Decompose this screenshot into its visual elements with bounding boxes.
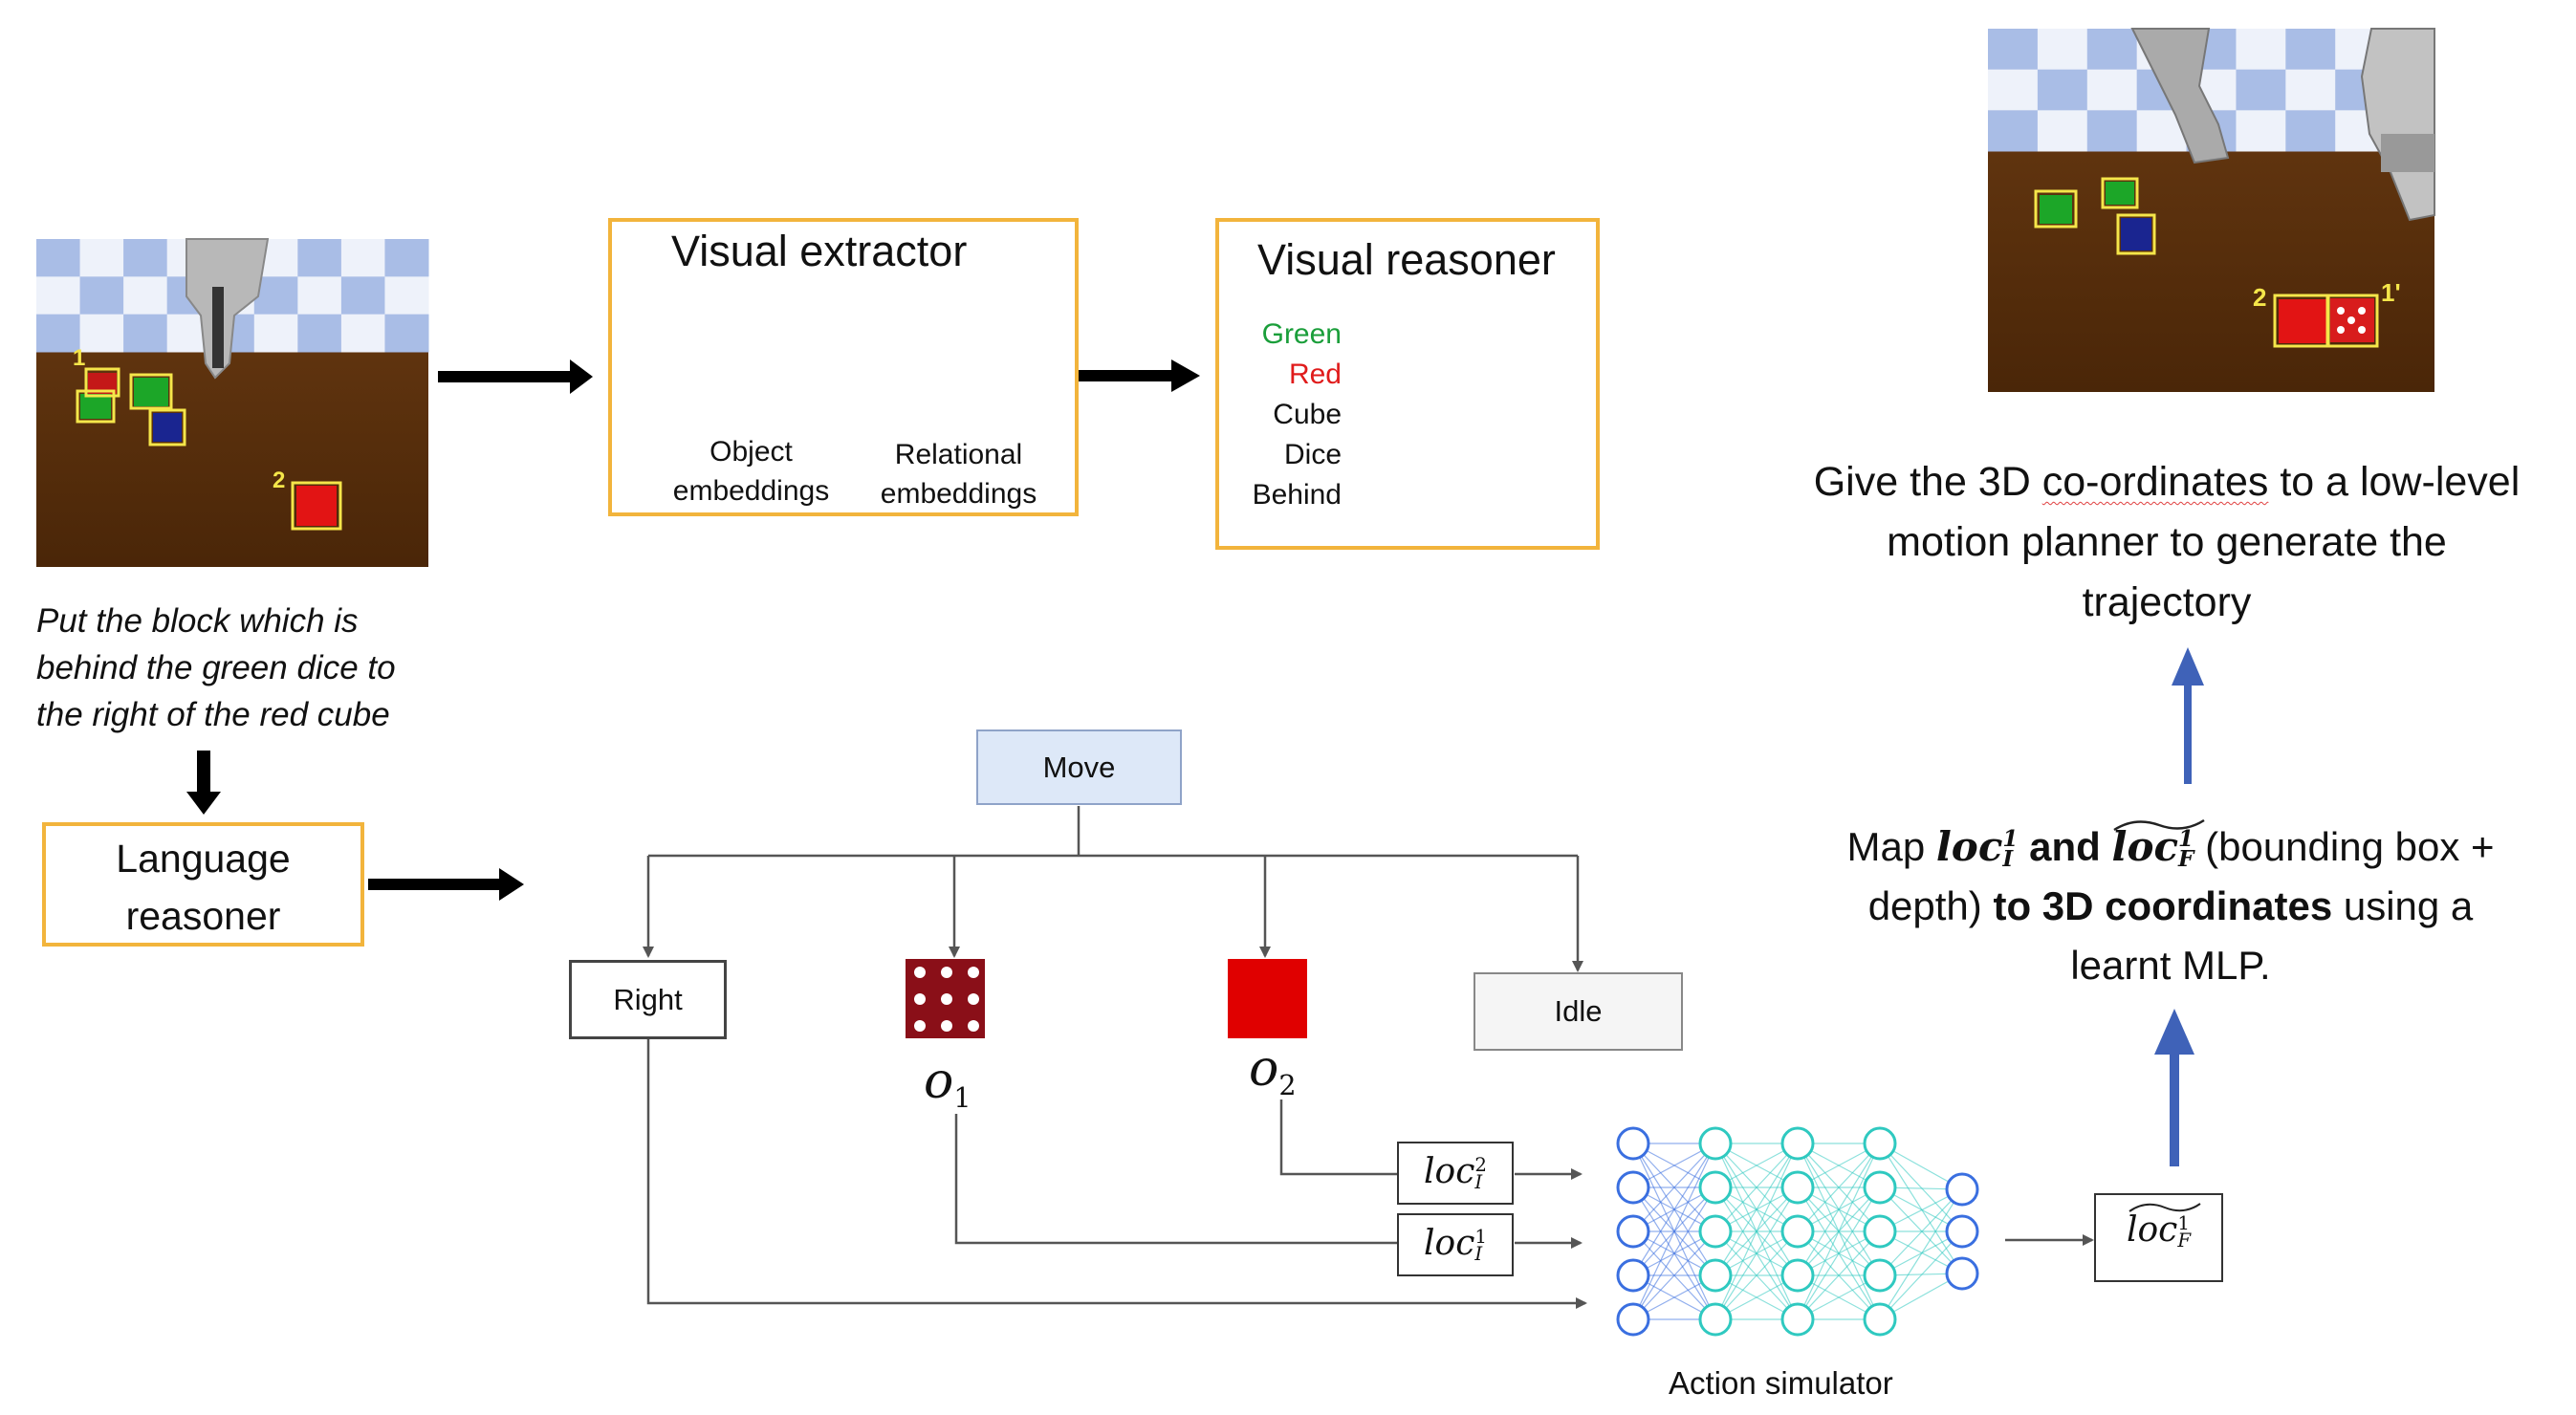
map-line2-a: depth) xyxy=(1867,883,1982,928)
map-loc-f-base: loc xyxy=(2111,823,2179,870)
instruction-line-3: the right of the red cube xyxy=(36,696,390,733)
right-node: Right xyxy=(569,960,727,1039)
planner-line1-b: co-ordinates xyxy=(2041,459,2269,505)
blue-arrow-map-to-planner xyxy=(2172,647,2204,784)
loc1-base: loc xyxy=(1424,1224,1475,1263)
language-reasoner-line-2: reasoner xyxy=(125,894,281,938)
o1-subscript: 1 xyxy=(953,1081,971,1114)
planner-line1-a: Give the 3D xyxy=(1813,459,2031,505)
planner-description: Give the 3D co-ordinates to a low-level … xyxy=(1759,452,2574,633)
loc2-sub: I xyxy=(1474,1171,1483,1193)
planner-line1-c: to a low-level xyxy=(2280,459,2521,505)
visual-extractor-title: Visual extractor xyxy=(671,227,968,275)
map-rest-1: (bounding box + xyxy=(2205,824,2495,869)
object-label-line-2: embeddings xyxy=(672,475,830,507)
loc-output-sub: F xyxy=(2177,1230,2192,1252)
o1-symbol: o xyxy=(924,1053,954,1110)
blue-arrow-output-to-map xyxy=(2154,1009,2194,1166)
map-and: and xyxy=(2029,824,2101,869)
action-simulator-network xyxy=(1616,1126,1979,1337)
visual-reasoner-label-red: Red xyxy=(1288,359,1342,390)
visual-reasoner-label-dice: Dice xyxy=(1283,439,1342,470)
move-node: Move xyxy=(976,729,1182,805)
visual-reasoner-label-behind: Behind xyxy=(1252,479,1342,511)
visual-reasoner-box xyxy=(1215,218,1600,550)
arrow-extractor-to-reasoner xyxy=(1078,359,1200,392)
relational-embeddings-label: Relational embeddings xyxy=(861,435,1057,513)
o2-label: o2 xyxy=(1249,1044,1297,1110)
move-label: Move xyxy=(1042,751,1116,784)
o2-symbol: o xyxy=(1249,1040,1279,1098)
arrow-instruction-to-language xyxy=(186,751,221,815)
object-embeddings-label: Object embeddings xyxy=(658,432,844,511)
idle-label: Idle xyxy=(1554,994,1603,1028)
scene-image-right xyxy=(1988,28,2435,392)
instruction-line-2: behind the green dice to xyxy=(36,649,396,686)
map-tilde-mark xyxy=(2113,818,2206,832)
map-loc-f-sup: 1 xyxy=(2178,826,2194,853)
planner-line-3: trajectory xyxy=(2082,579,2252,625)
loc-output-base: loc xyxy=(2126,1210,2178,1250)
map-line-2: depth) to 3D coordinates using a xyxy=(1759,877,2576,936)
scene-image-left xyxy=(36,238,429,567)
arrow-language-to-program xyxy=(368,868,524,901)
scene-label-1: 1 xyxy=(73,345,85,371)
o1-label: o1 xyxy=(924,1056,971,1122)
relational-label-line-2: embeddings xyxy=(880,478,1037,510)
map-loc-i-sup: 1 xyxy=(2002,826,2019,853)
map-loc-i-base: loc xyxy=(1935,823,2003,870)
o2-subscript: 2 xyxy=(1278,1069,1297,1101)
o2-cube-icon xyxy=(1228,959,1307,1038)
map-line2-b: to 3D coordinates xyxy=(1993,883,2333,928)
loc2-sup: 2 xyxy=(1474,1154,1487,1177)
action-simulator-label: Action simulator xyxy=(1669,1365,1893,1401)
idle-node: Idle xyxy=(1474,972,1683,1051)
loc-output-sup: 1 xyxy=(2177,1212,2190,1235)
o1-dice-icon xyxy=(906,959,985,1038)
relational-label-line-1: Relational xyxy=(894,439,1023,470)
visual-reasoner-label-cube: Cube xyxy=(1273,399,1342,430)
map-line2-c: using a xyxy=(2343,883,2474,928)
loc2-base: loc xyxy=(1424,1152,1475,1191)
right-label: Right xyxy=(613,983,683,1016)
tilde-mark xyxy=(2128,1203,2201,1212)
language-reasoner-box: Language reasoner xyxy=(42,822,364,947)
arrow-scene-to-extractor xyxy=(438,359,593,394)
map-loc-i-sub: I xyxy=(2002,846,2014,872)
tree-connectors xyxy=(643,806,2094,1309)
object-label-line-1: Object xyxy=(709,436,793,468)
visual-extractor-box xyxy=(608,218,1079,516)
map-line-3: learnt MLP. xyxy=(2070,943,2271,988)
instruction-text: Put the block which is behind the green … xyxy=(36,598,396,738)
visual-reasoner-title: Visual reasoner xyxy=(1257,235,1556,284)
scene-label-2-right: 2 xyxy=(2253,283,2266,312)
planner-line-2: motion planner to generate the xyxy=(1887,519,2447,565)
instruction-line-1: Put the block which is xyxy=(36,602,359,640)
scene-label-2: 2 xyxy=(273,468,285,493)
visual-reasoner-label-green: Green xyxy=(1261,318,1342,350)
scene-label-1-prime: 1' xyxy=(2381,278,2401,307)
map-loc-f-sub: F xyxy=(2178,846,2194,872)
planner-line-1: Give the 3D co-ordinates to a low-level xyxy=(1759,452,2574,512)
map-word: Map xyxy=(1846,824,1926,869)
language-reasoner-line-1: Language xyxy=(116,837,291,881)
loc1-sup: 1 xyxy=(1474,1226,1487,1249)
loc1-sub: I xyxy=(1474,1243,1483,1265)
